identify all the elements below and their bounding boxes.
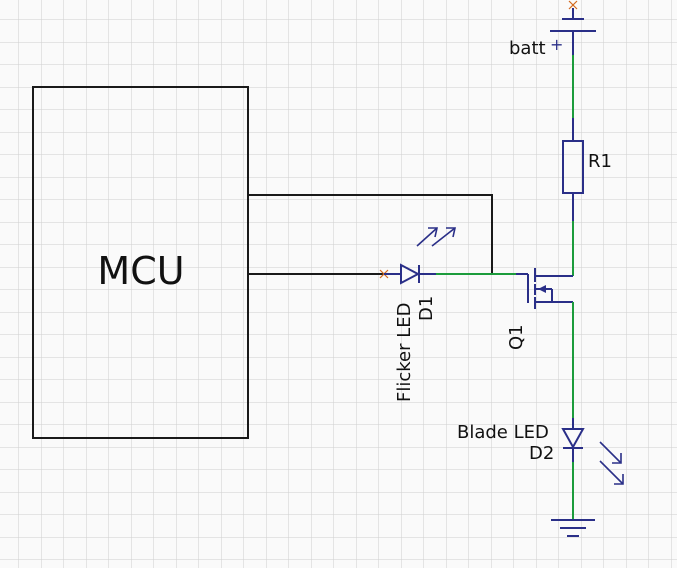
pin-marker-batt bbox=[568, 0, 578, 10]
d1-flicker-led[interactable] bbox=[384, 227, 456, 285]
d2-name-label: Blade LED bbox=[457, 422, 549, 443]
battery-label: batt bbox=[509, 38, 546, 59]
d1-name-label: Flicker LED bbox=[394, 303, 415, 403]
d1-light-arrows-icon bbox=[416, 227, 456, 247]
q1-mosfet[interactable] bbox=[516, 268, 573, 309]
d2-light-arrows-icon bbox=[599, 441, 624, 485]
d2-ref-label: D2 bbox=[529, 443, 554, 464]
d1-ref-label: D1 bbox=[416, 296, 437, 321]
d2-blade-led[interactable] bbox=[561, 418, 624, 485]
ground-icon bbox=[551, 519, 595, 537]
r1-ref-label: R1 bbox=[588, 151, 612, 172]
r1-resistor[interactable] bbox=[562, 118, 584, 221]
battery-plus-sign: + bbox=[550, 35, 563, 54]
battery[interactable] bbox=[550, 8, 596, 55]
q1-ref-label: Q1 bbox=[506, 324, 527, 350]
wire-mcu-to-gate bbox=[248, 194, 493, 274]
mcu-box[interactable] bbox=[32, 86, 249, 439]
mcu-label: MCU bbox=[97, 249, 184, 293]
